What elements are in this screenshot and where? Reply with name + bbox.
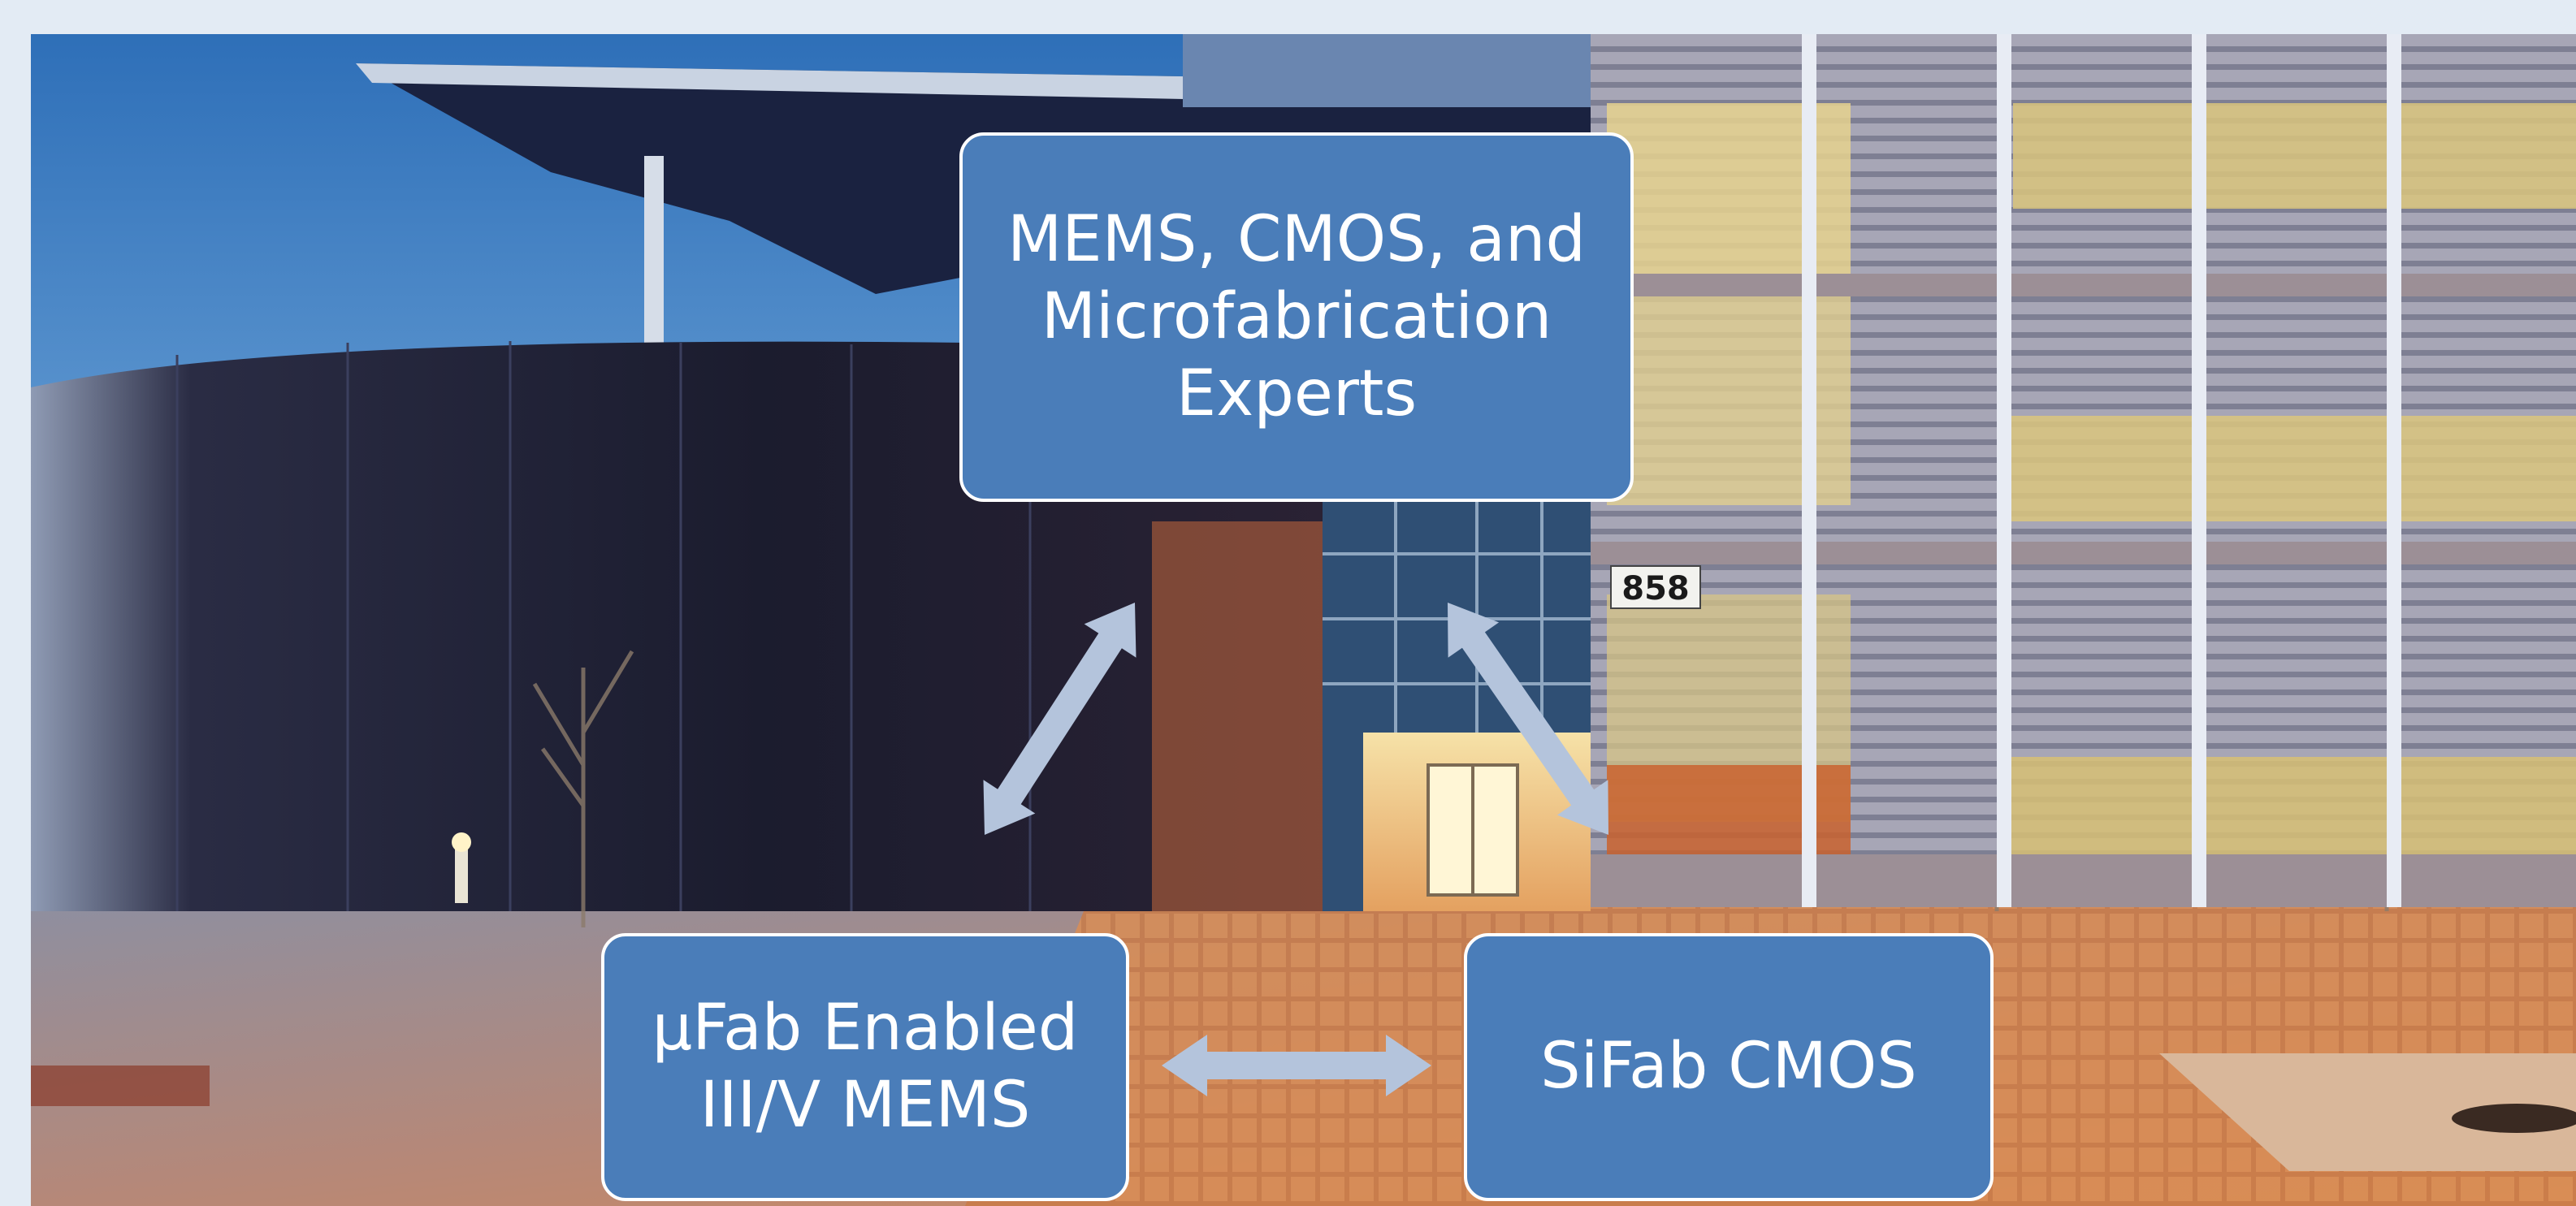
node-experts: MEMS, CMOS, and Microfabrication Experts [959,132,1634,502]
building-number: 858 [1621,570,1690,607]
node-ufab-mems: µFab Enabled III/V MEMS [601,933,1129,1201]
node-sifab-cmos: SiFab CMOS [1464,933,1994,1201]
